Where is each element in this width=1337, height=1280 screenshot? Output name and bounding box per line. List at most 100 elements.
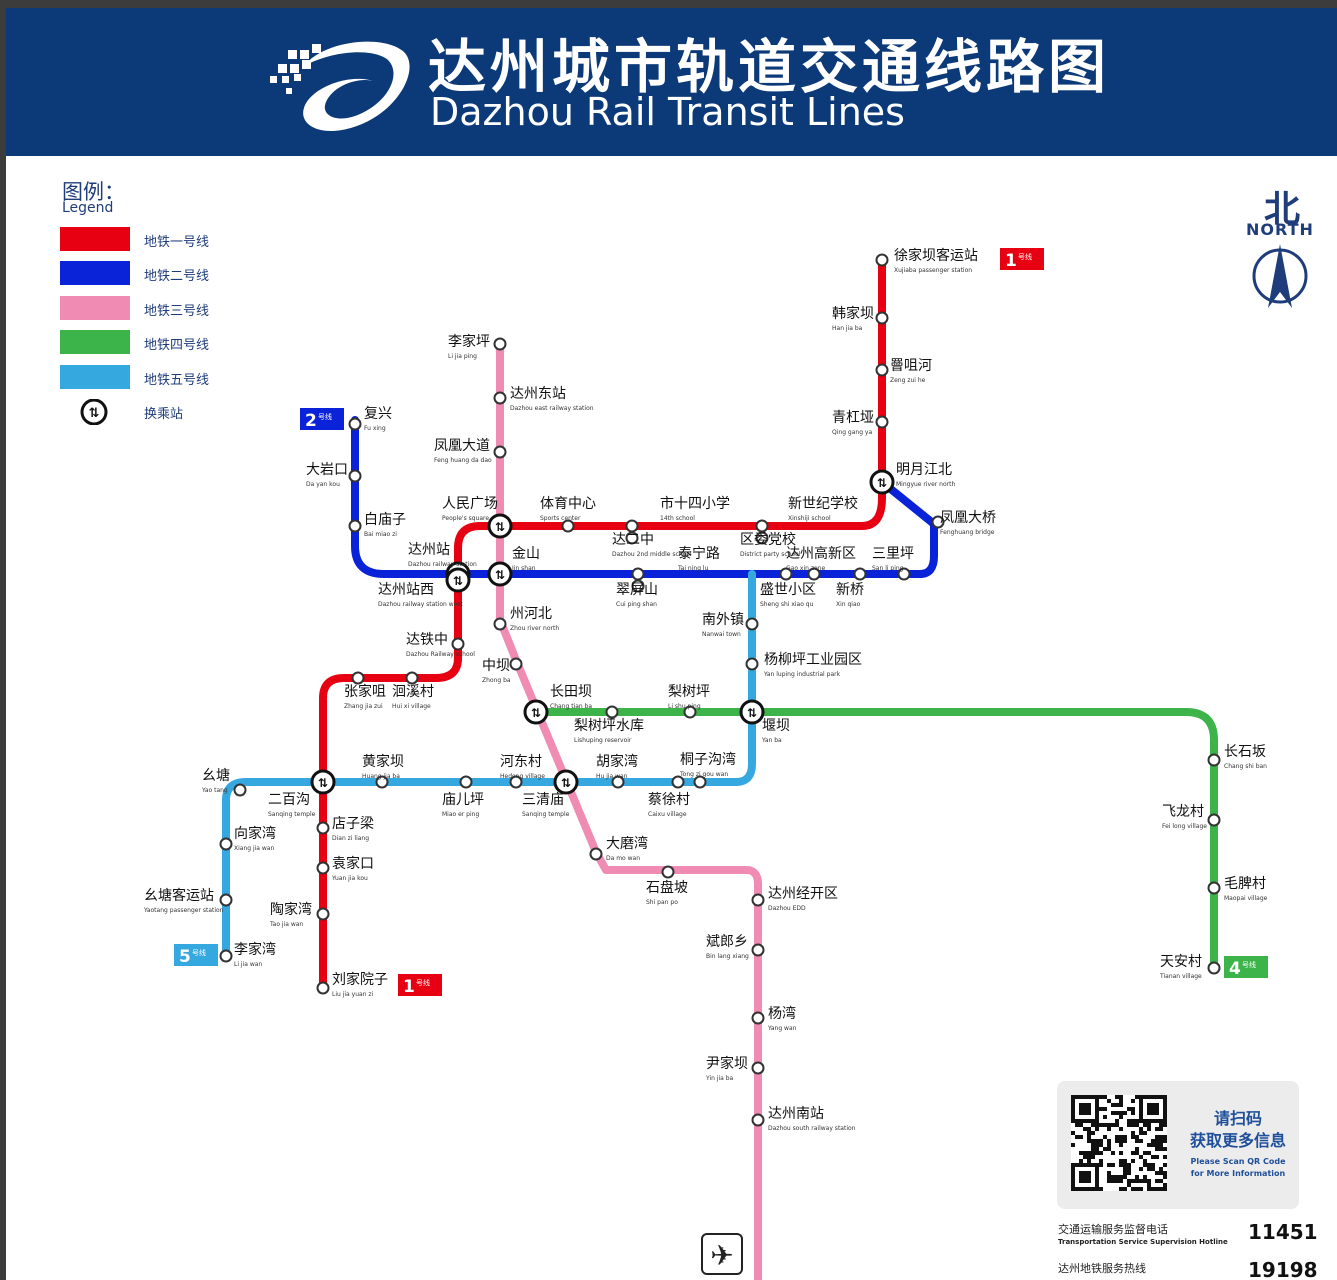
- station-dot[interactable]: [807, 567, 821, 581]
- station-name-en: Xiang jia wan: [234, 845, 274, 852]
- qr-text-3: Please Scan QR Code: [1190, 1157, 1286, 1166]
- station-dot[interactable]: [561, 519, 575, 533]
- station-dot[interactable]: [509, 657, 523, 671]
- station-dot[interactable]: [853, 567, 867, 581]
- station-dot[interactable]: [219, 949, 233, 963]
- station-dot[interactable]: [875, 363, 889, 377]
- legend-swatch: [60, 261, 130, 285]
- station-dot[interactable]: [316, 907, 330, 921]
- station-name-en: Dazhou railway station: [408, 561, 477, 568]
- station-dot[interactable]: [219, 893, 233, 907]
- legend-swatch: [60, 227, 130, 251]
- station-dot[interactable]: [875, 415, 889, 429]
- station-name-en: Hui xi village: [392, 703, 431, 710]
- station-name-en: Qing gang ya: [832, 429, 872, 436]
- transfer-station-icon[interactable]: ⇅: [310, 769, 336, 795]
- station-name: 三里坪: [872, 546, 914, 562]
- transfer-station-icon[interactable]: ⇅: [869, 469, 895, 495]
- station-dot[interactable]: [1207, 753, 1221, 767]
- station-dot[interactable]: [1207, 961, 1221, 975]
- station-name: 杨湾: [768, 1005, 796, 1022]
- station-dot[interactable]: [779, 567, 793, 581]
- station-name-en: Zhang jia zui: [344, 703, 383, 710]
- station-dot[interactable]: [493, 337, 507, 351]
- station-dot[interactable]: [233, 783, 247, 797]
- svg-text:1: 1: [1005, 251, 1017, 271]
- station-dot[interactable]: [755, 531, 769, 545]
- station-name-en: Cui ping shan: [616, 601, 657, 608]
- station-dot[interactable]: [631, 567, 645, 581]
- station-dot[interactable]: [751, 1061, 765, 1075]
- station-name: 达州南站: [768, 1106, 824, 1122]
- station-dot[interactable]: [316, 861, 330, 875]
- station-dot[interactable]: [348, 519, 362, 533]
- station-dot[interactable]: [751, 893, 765, 907]
- hotline-sub: Transportation Service Supervision Hotli…: [1058, 1238, 1228, 1246]
- station-dot[interactable]: [405, 671, 419, 685]
- station-name: 二百沟: [268, 792, 310, 808]
- station-dot[interactable]: [625, 531, 639, 545]
- svg-text:⇅: ⇅: [531, 706, 541, 720]
- station-name: 翠屏山: [616, 582, 658, 598]
- station-dot[interactable]: [751, 943, 765, 957]
- line-5-path: [222, 570, 756, 960]
- station-dot[interactable]: [611, 775, 625, 789]
- station-dot[interactable]: [693, 775, 707, 789]
- transfer-station-icon[interactable]: ⇅: [445, 567, 471, 593]
- qr-card: 请扫码 获取更多信息 Please Scan QR Code for More …: [1057, 1081, 1299, 1209]
- transfer-station-icon[interactable]: ⇅: [553, 769, 579, 795]
- station-name-en: Dazhou EDD: [768, 905, 806, 912]
- station-name: 中坝: [482, 658, 510, 674]
- station-dot[interactable]: [1207, 813, 1221, 827]
- station-dot[interactable]: [671, 775, 685, 789]
- station-dot[interactable]: [348, 469, 362, 483]
- station-dot[interactable]: [451, 637, 465, 651]
- station-name-en: Yan luping industrial park: [763, 671, 841, 678]
- station-dot[interactable]: [316, 821, 330, 835]
- station-dot[interactable]: [751, 1011, 765, 1025]
- station-name: 向家湾: [234, 825, 276, 842]
- transfer-station-icon[interactable]: ⇅: [739, 699, 765, 725]
- station-dot[interactable]: [745, 617, 759, 631]
- transfer-station-icon[interactable]: ⇅: [523, 699, 549, 725]
- station-dot[interactable]: [875, 311, 889, 325]
- station-dot[interactable]: [459, 775, 473, 789]
- station-dot[interactable]: [589, 847, 603, 861]
- line-2-path: [351, 416, 938, 578]
- station-dot[interactable]: [897, 567, 911, 581]
- station-dot[interactable]: [683, 705, 697, 719]
- station-name-en: Sheng shi xiao qu: [760, 601, 814, 608]
- station-name: 达州站: [408, 542, 450, 558]
- station-dot[interactable]: [493, 391, 507, 405]
- station-dot[interactable]: [605, 705, 619, 719]
- station-dot[interactable]: [493, 617, 507, 631]
- station-dot[interactable]: [751, 1113, 765, 1127]
- station-dot[interactable]: [348, 417, 362, 431]
- station-dot[interactable]: [493, 445, 507, 459]
- svg-text:号线: 号线: [1242, 960, 1256, 969]
- station-name-en: Mingyue river north: [896, 481, 955, 488]
- station-name-en: Feng huang da dao: [434, 457, 492, 464]
- station-dot[interactable]: [375, 775, 389, 789]
- station-dot[interactable]: [631, 579, 645, 593]
- hotline-number: 11451: [1248, 1220, 1318, 1244]
- qr-text-1: 请扫码: [1213, 1109, 1262, 1128]
- station-name-en: Hu jia wan: [596, 773, 628, 780]
- map-frame: 达州城市轨道交通线路图 Dazhou Rail Transit Lines 图例…: [6, 8, 1337, 1280]
- station-dot[interactable]: [755, 519, 769, 533]
- station-dot[interactable]: [661, 865, 675, 879]
- station-dot[interactable]: [875, 253, 889, 267]
- station-dot[interactable]: [931, 515, 945, 529]
- qr-code[interactable]: [1071, 1095, 1167, 1191]
- station-dot[interactable]: [316, 981, 330, 995]
- station-dot[interactable]: [1207, 881, 1221, 895]
- station-dot[interactable]: [219, 837, 233, 851]
- station-dot[interactable]: [745, 657, 759, 671]
- station-name: 盛世小区: [760, 582, 816, 598]
- station-dot[interactable]: [625, 519, 639, 533]
- transfer-station-icon[interactable]: ⇅: [487, 513, 513, 539]
- station-dot[interactable]: [351, 671, 365, 685]
- transfer-station-icon[interactable]: ⇅: [487, 561, 513, 587]
- station-dot[interactable]: [509, 775, 523, 789]
